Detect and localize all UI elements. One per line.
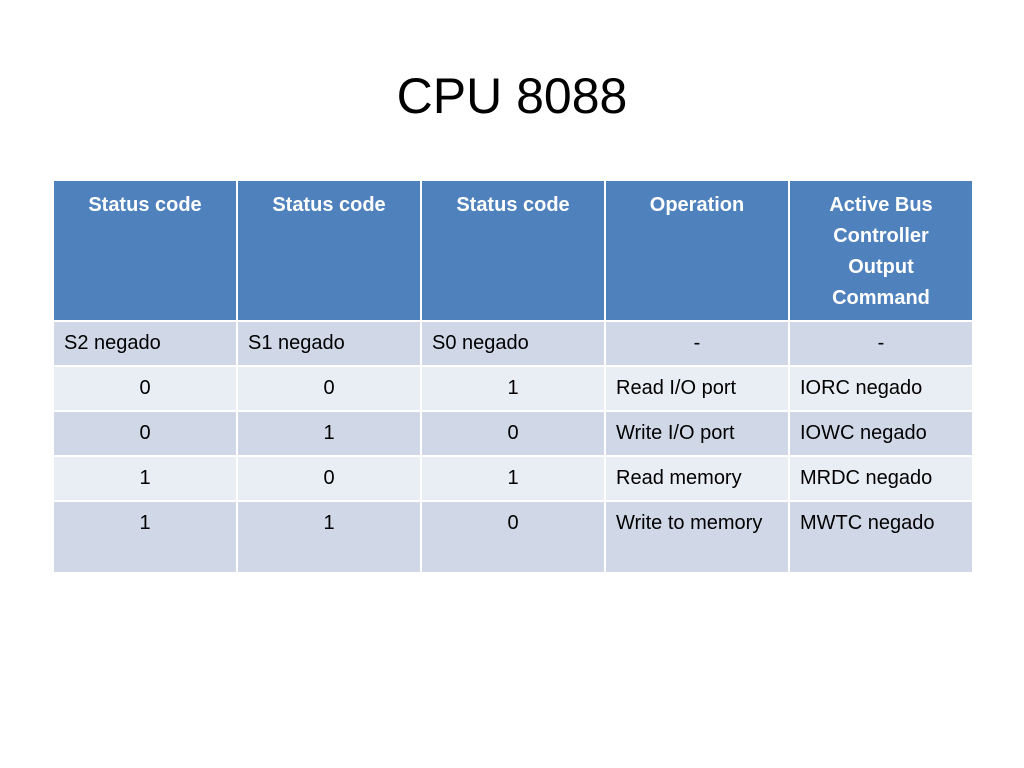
table-cell: Read memory — [604, 455, 790, 502]
table-cell: 0 — [420, 500, 606, 574]
table-cell: - — [788, 320, 974, 367]
table-row: S2 negado S1 negado S0 negado - - — [52, 320, 974, 367]
table-cell: 0 — [52, 365, 238, 412]
table-cell: 1 — [52, 500, 238, 574]
table-row: 0 1 0 Write I/O port IOWC negado — [52, 410, 974, 457]
table-cell: - — [604, 320, 790, 367]
table-cell: IOWC negado — [788, 410, 974, 457]
slide-title: CPU 8088 — [396, 68, 628, 124]
table-row: 1 0 1 Read memory MRDC negado — [52, 455, 974, 502]
header-status-code-s1: Status code — [236, 179, 422, 322]
table-cell: S0 negado — [420, 320, 606, 367]
table-cell: Read I/O port — [604, 365, 790, 412]
header-status-code-s2: Status code — [52, 179, 238, 322]
table-cell: S2 negado — [52, 320, 238, 367]
table-cell: MRDC negado — [788, 455, 974, 502]
table-cell: 0 — [52, 410, 238, 457]
table-cell: Write I/O port — [604, 410, 790, 457]
table-header-row: Status code Status code Status code Oper… — [52, 179, 974, 322]
table-cell: 1 — [420, 365, 606, 412]
table-cell: S1 negado — [236, 320, 422, 367]
table-cell: Write to memory — [604, 500, 790, 574]
header-operation: Operation — [604, 179, 790, 322]
table-cell: 1 — [420, 455, 606, 502]
table-cell: 1 — [52, 455, 238, 502]
status-code-table: Status code Status code Status code Oper… — [52, 179, 974, 574]
table-cell: MWTC negado — [788, 500, 974, 574]
table-cell: 0 — [236, 365, 422, 412]
table-cell: IORC negado — [788, 365, 974, 412]
header-bus-command: Active Bus Controller Output Command — [788, 179, 974, 322]
table-cell: 1 — [236, 410, 422, 457]
table-cell: 0 — [420, 410, 606, 457]
table-cell: 0 — [236, 455, 422, 502]
header-status-code-s0: Status code — [420, 179, 606, 322]
table-row: 0 0 1 Read I/O port IORC negado — [52, 365, 974, 412]
table-row: 1 1 0 Write to memory MWTC negado — [52, 500, 974, 574]
table-cell: 1 — [236, 500, 422, 574]
